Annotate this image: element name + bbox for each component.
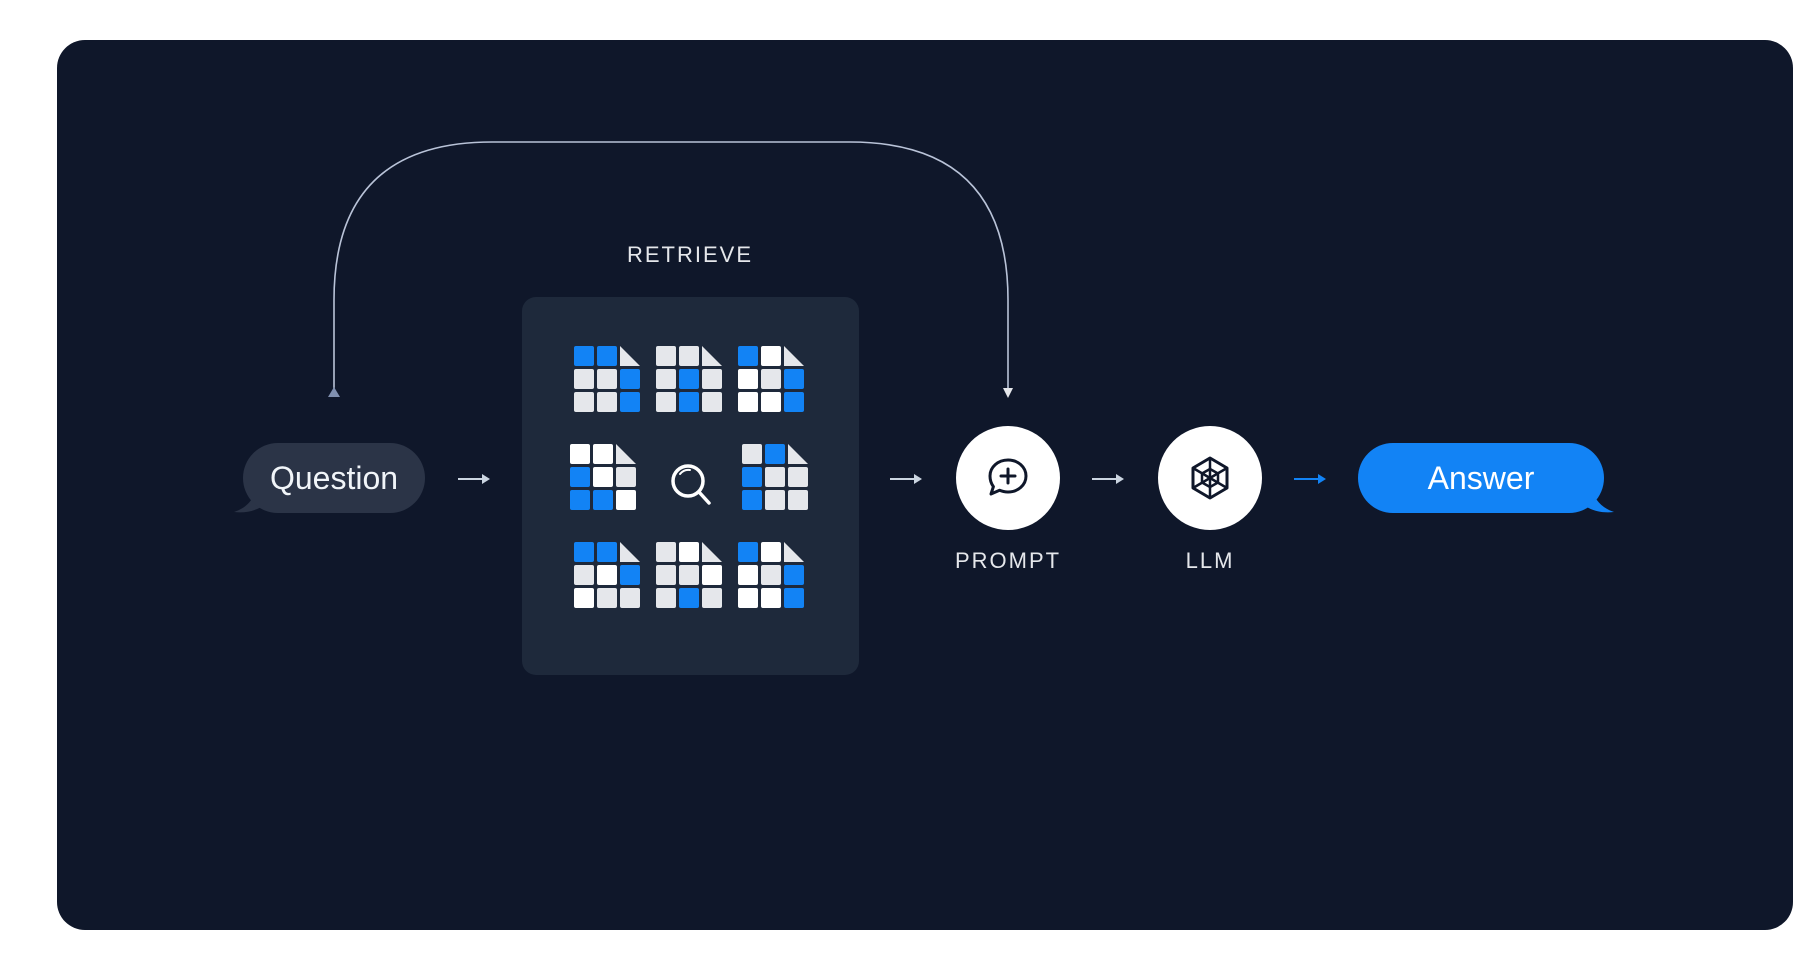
chat-plus-icon <box>988 458 1028 496</box>
retrieve-label: RETRIEVE <box>626 242 754 267</box>
prompt-node <box>956 426 1060 530</box>
answer-text: Answer <box>1427 459 1535 496</box>
question-bubble: Question <box>243 443 425 513</box>
hexagon-cube-icon <box>1191 456 1229 500</box>
retrieve-box <box>522 297 859 675</box>
question-text: Question <box>269 459 399 496</box>
answer-bubble: Answer <box>1358 443 1604 513</box>
llm-label: LLM <box>1185 548 1235 573</box>
prompt-label: PROMPT <box>954 548 1062 573</box>
llm-node <box>1158 426 1262 530</box>
